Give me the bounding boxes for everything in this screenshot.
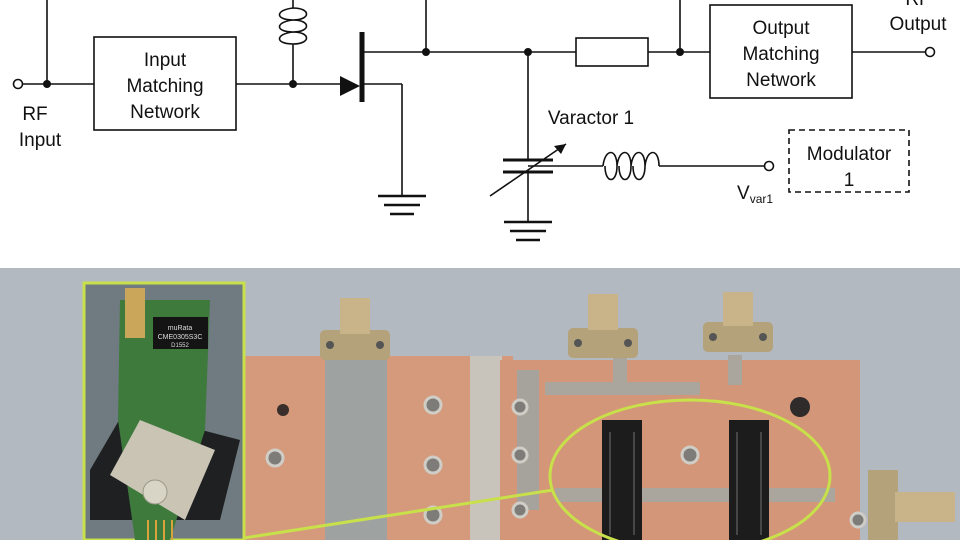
gate-inductor-icon (278, 7, 308, 45)
sma-connector-icon (568, 294, 638, 358)
resistor-icon (575, 37, 649, 67)
output-network-line-1: Output (752, 18, 810, 39)
hardware-photo: muRata CME0305S3C D1552 (0, 268, 960, 540)
callout-pointer (243, 488, 554, 540)
dc-dc-converter-chip (153, 317, 208, 349)
sma-connector-icon (320, 298, 390, 360)
modulator-inset: muRata CME0305S3C D1552 (82, 281, 246, 540)
input-network-line-3: Network (130, 102, 200, 123)
rf-output-label-2: Output (889, 14, 947, 35)
vvar-terminal (763, 160, 775, 172)
bias-inductor-icon (602, 151, 660, 181)
inset-shield-can (110, 420, 215, 520)
rf-input-terminal (12, 78, 24, 90)
vvar-label: Vvar1 (737, 183, 773, 206)
modulator-box (788, 129, 910, 193)
chip-code: D1552 (171, 343, 189, 349)
sma-connector-icon (703, 292, 773, 352)
schematic-nodes (12, 46, 936, 172)
output-network-line-3: Network (746, 70, 816, 91)
rf-input-label-1: RF (22, 104, 47, 125)
modulator-socket-1 (602, 420, 642, 540)
sma-connector-icon (868, 470, 955, 540)
varactor-label: Varactor 1 (548, 108, 634, 129)
modulator-label-1: Modulator (807, 144, 892, 165)
rf-output-terminal (924, 46, 936, 58)
chip-brand: muRata (168, 325, 193, 332)
output-network-line-2: Matching (742, 44, 819, 65)
inset-sma-connector-icon (125, 288, 145, 338)
rf-input-label-2: Input (19, 130, 62, 151)
modulator-socket-2 (729, 420, 769, 540)
chip-marking: CME0305S3C (158, 334, 203, 341)
rf-output-label-1: RF (905, 0, 930, 10)
input-network-line-1: Input (144, 50, 187, 71)
modulator-label-2: 1 (844, 170, 855, 191)
amplifier-schematic (23, 0, 926, 242)
input-network-line-2: Matching (126, 76, 203, 97)
callout-ellipse (548, 398, 832, 540)
